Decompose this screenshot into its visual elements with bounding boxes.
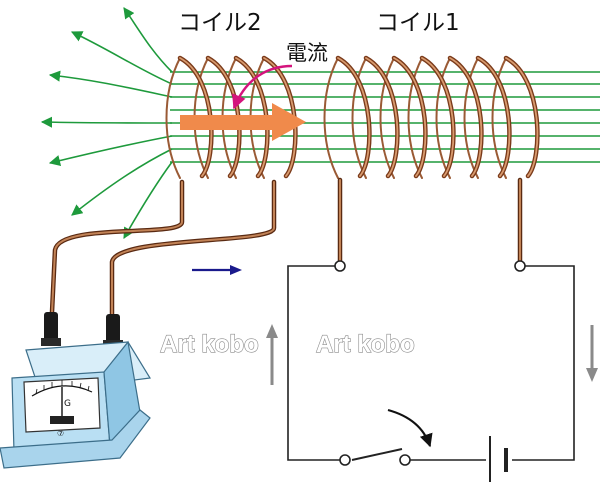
coil-1-turn-front (419, 55, 456, 179)
coil-1 (323, 55, 540, 179)
galvanometer-badge: ⑦ (57, 429, 64, 438)
coil-1-turn-back (323, 57, 339, 179)
watermark-left: Art kobo (160, 331, 259, 358)
coil-2-leads (49, 179, 277, 317)
circuit-wire (287, 265, 345, 461)
coil-1-label: コイル1 (376, 10, 460, 36)
coil-2-label: コイル2 (178, 10, 262, 36)
galvanometer-plug-right (106, 314, 120, 344)
coil-1-leads (337, 177, 523, 265)
coil-1-turn-back (379, 57, 395, 179)
coil-2-turn-back (165, 57, 181, 179)
coil-1-turn-front (363, 55, 400, 179)
dial-scale (31, 385, 93, 397)
field-line-5 (48, 135, 173, 167)
induced-current-arrow (192, 265, 242, 275)
field-line-6 (71, 148, 173, 216)
switch-contact-1 (339, 454, 351, 466)
current-direction-arrow (232, 64, 293, 110)
switch-close-arrow (387, 408, 433, 448)
primary-circuit (287, 265, 575, 482)
coil-1-turn-front (477, 57, 511, 177)
circuit-terminals (334, 260, 526, 466)
flux-arrow (180, 103, 306, 141)
terminal-left (334, 260, 346, 272)
switch-contact-2 (399, 454, 411, 466)
coil-1-turn-front (391, 55, 428, 179)
coil-1-turn-back (435, 57, 451, 179)
coil-1-turn-back (407, 57, 423, 179)
coil-1-turn-front (337, 57, 371, 177)
dial-ticks (35, 380, 90, 395)
coil-1-turn-front (475, 55, 512, 179)
coil-1-turn-back (463, 57, 479, 179)
coil-1-turn-front (335, 55, 372, 179)
current-label: 電流 (286, 41, 328, 65)
watermark-right: Art kobo (316, 331, 415, 358)
galvanometer: G ⑦ (0, 312, 151, 469)
field-line-3 (48, 70, 173, 98)
coil-1-turn-front (505, 57, 539, 177)
coil-1-turn-front (421, 57, 455, 177)
field-line-4 (40, 116, 173, 128)
field-line-1 (123, 7, 173, 73)
galvanometer-symbol: G (64, 399, 71, 409)
coil-1-turn-front (447, 55, 484, 179)
coil-1-turn-front (503, 55, 540, 179)
field-line-2 (70, 31, 173, 85)
coil-1-turn-front (365, 57, 399, 177)
terminal-right (514, 260, 526, 272)
coil-1-turn-back (351, 57, 367, 179)
magnetic-field-lines (40, 7, 600, 239)
coil-1-turn-back (491, 57, 507, 179)
switch-lever (351, 448, 403, 461)
coil-1-turn-front (449, 57, 483, 177)
coil-1-turn-front (393, 57, 427, 177)
galvanometer-plug-left (44, 312, 58, 342)
circuit-arrow-up (266, 324, 278, 385)
circuit-arrow-down (586, 325, 598, 382)
